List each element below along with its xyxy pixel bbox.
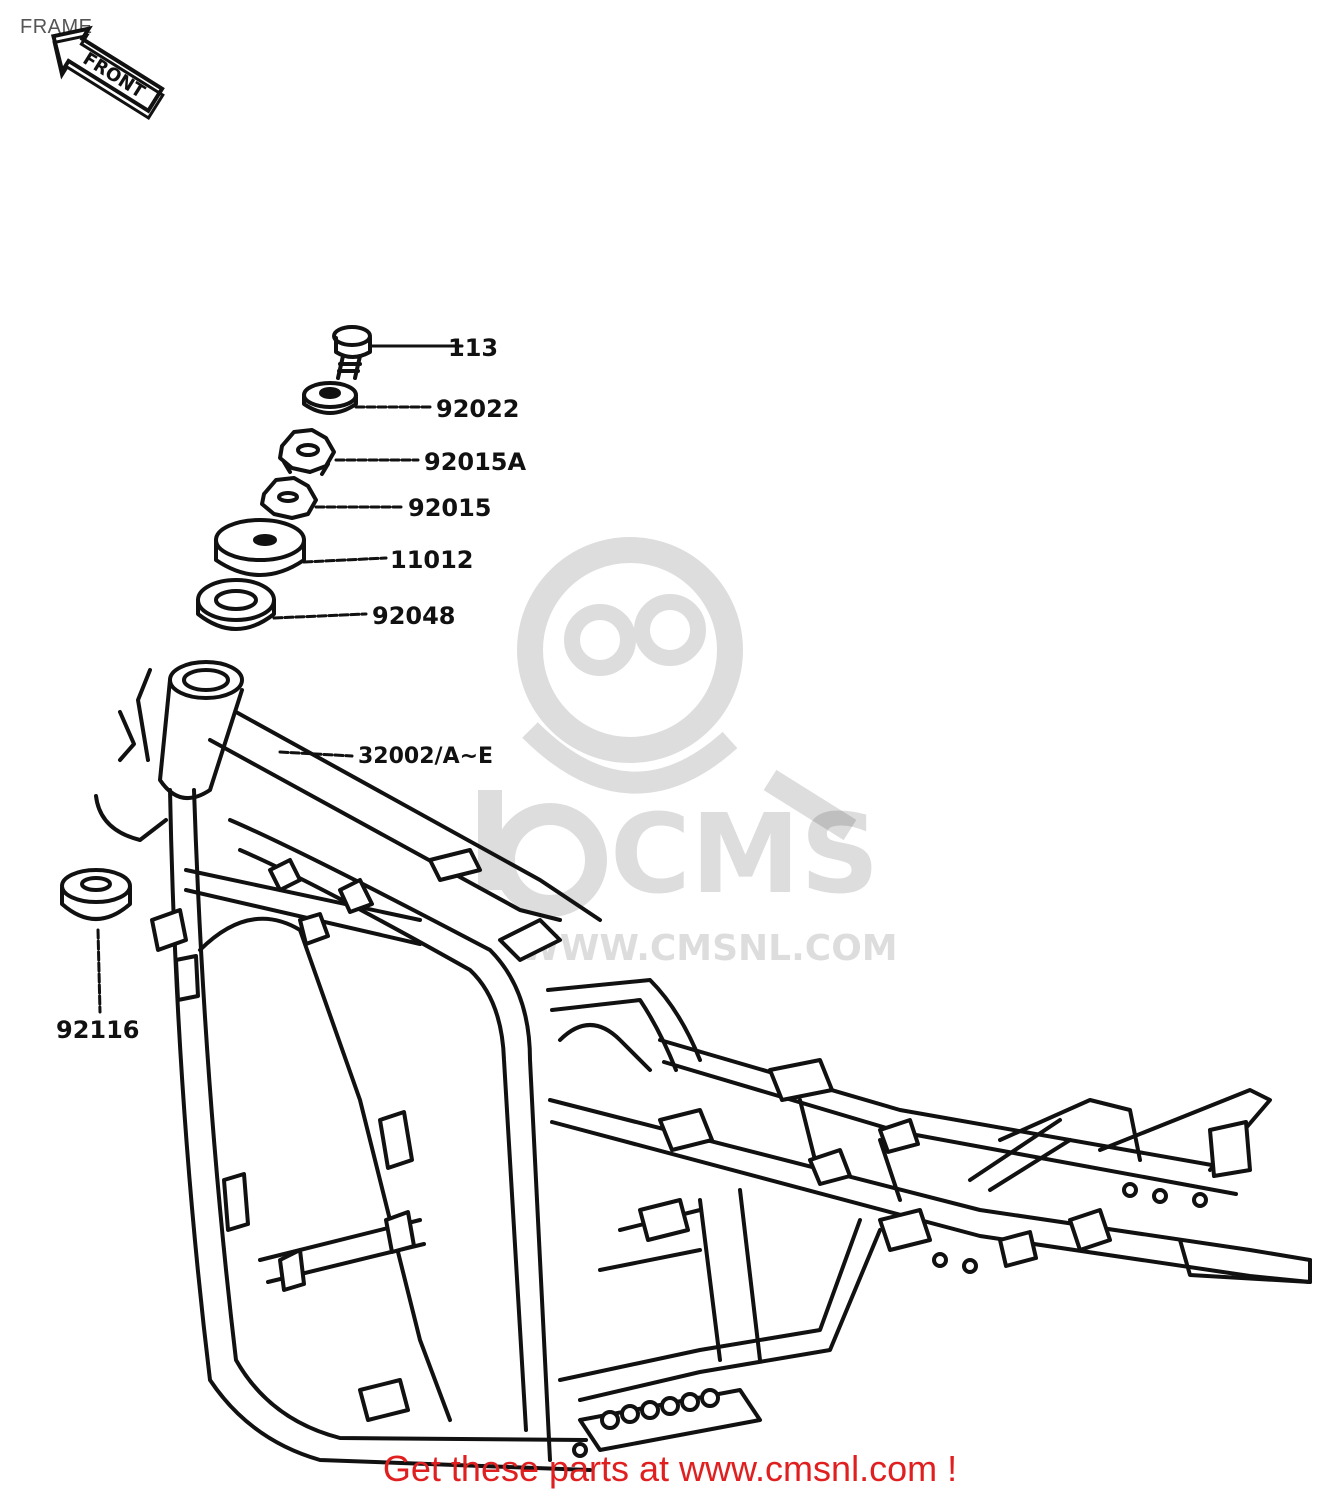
part-label-92048: 92048 xyxy=(372,602,456,630)
watermark-url: WWW.CMSNL.COM xyxy=(520,928,898,969)
part-label-92022: 92022 xyxy=(436,395,520,423)
part-92015-nut xyxy=(260,476,318,520)
part-label-11012: 11012 xyxy=(390,546,474,574)
part-label-92116: 92116 xyxy=(56,1016,140,1044)
part-92022-washer xyxy=(302,381,358,415)
part-11012-cap xyxy=(214,518,306,577)
part-92116-grommet xyxy=(60,868,132,921)
part-92015A-nut xyxy=(278,428,336,476)
frame-top-tube xyxy=(208,710,602,922)
part-label-32002: 32002/A~E xyxy=(358,744,494,769)
cms-mascot-watermark-icon xyxy=(478,537,857,917)
frame-right-downtube xyxy=(228,818,552,1462)
part-label-113: 113 xyxy=(448,334,499,362)
watermark-brand: CMS xyxy=(610,790,880,918)
frame-steering-head xyxy=(94,660,244,842)
frame-upper-rail xyxy=(658,1038,1242,1196)
part-label-92015: 92015 xyxy=(408,494,492,522)
front-arrow-icon: FRONT xyxy=(50,25,165,121)
part-92048-seal xyxy=(196,578,276,631)
frame-lower-cradle xyxy=(558,1218,882,1402)
get-parts-link[interactable]: Get these parts at www.cmsnl.com ! xyxy=(382,1448,958,1489)
part-113-bolt xyxy=(332,325,372,380)
part-label-92015A: 92015A xyxy=(424,448,527,476)
